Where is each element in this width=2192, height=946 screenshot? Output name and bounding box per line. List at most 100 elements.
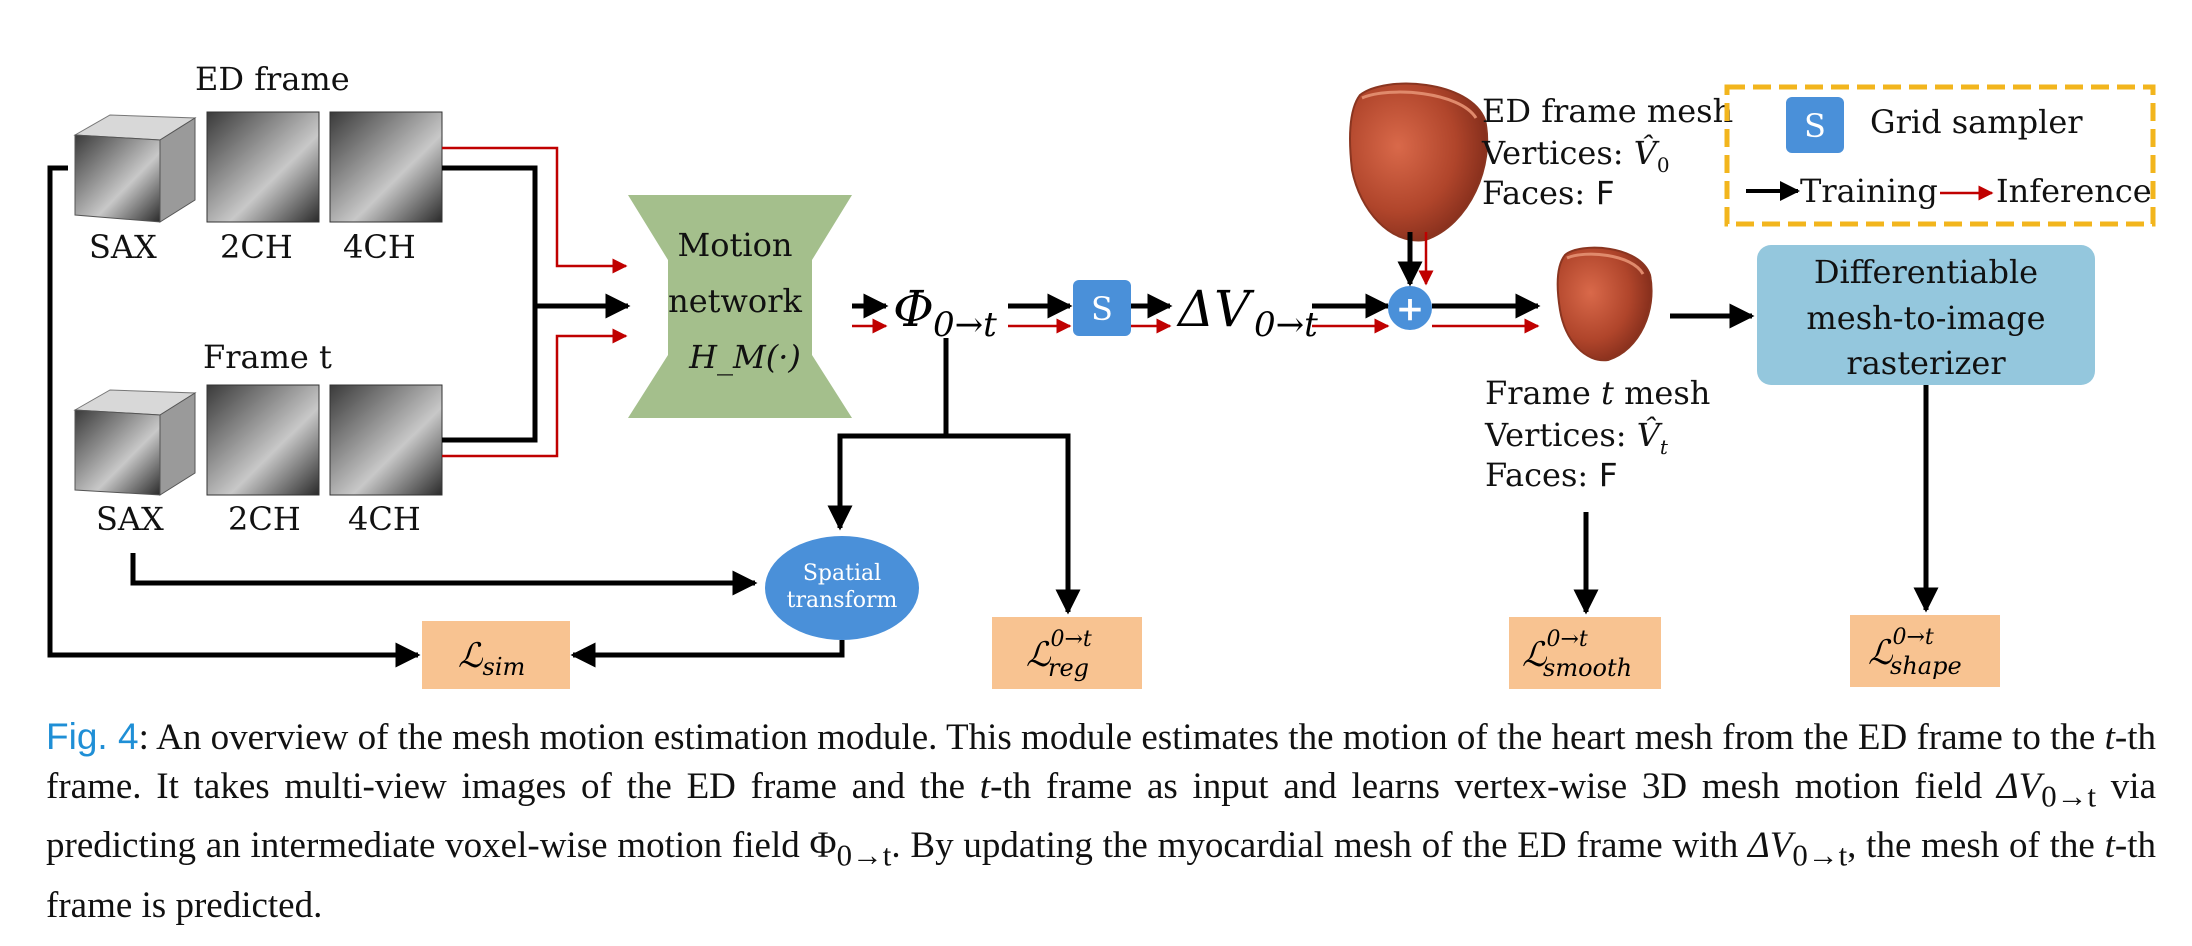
caption-t3: t xyxy=(2104,825,2115,867)
caption-s1: : An overview of the mesh motion estimat… xyxy=(138,717,2105,758)
sax-cube-t xyxy=(73,389,197,496)
caption-t2: t xyxy=(979,766,991,807)
sax-ed-to-lsim-path xyxy=(47,165,421,668)
loss-reg-sub: reg xyxy=(1048,654,1089,682)
2ch-image-ed xyxy=(206,111,320,223)
t-mesh-title-post: mesh xyxy=(1614,374,1710,412)
ed-frame-title: ED frame xyxy=(195,60,350,98)
ed-mesh-faces: Faces: F xyxy=(1482,174,1615,212)
caption-phi-sub: 0→t xyxy=(836,838,892,873)
caption-s3: -th frame as input and learns vertex-wis… xyxy=(990,766,1997,807)
legend-sampler-box xyxy=(1786,97,1844,153)
t-mesh-title-pre: Frame xyxy=(1485,374,1601,412)
loss-sim-box xyxy=(422,621,570,689)
t-mesh-faces-label: Faces: xyxy=(1485,456,1598,494)
phi-subscript: 0→t xyxy=(933,305,997,345)
phi-to-spatial-path xyxy=(827,433,946,531)
caption-s7: -th frame is predicted. xyxy=(46,825,2157,926)
motion-network-label-2: network xyxy=(668,282,802,320)
rasterizer-line-1: Differentiable xyxy=(1814,253,2038,291)
loss-shape-text: ℒ0→t xyxy=(1868,625,1934,673)
legend-box xyxy=(1724,84,2156,227)
caption-phi: Φ xyxy=(809,825,837,867)
spatial-to-lsim-path xyxy=(570,640,845,668)
spatial-transform-line-1: Spatial xyxy=(803,561,881,586)
sax-cube-ed xyxy=(73,114,197,223)
loss-shape-box xyxy=(1850,615,2000,687)
loss-sim-symbol: ℒ xyxy=(458,636,484,676)
rasterizer-box xyxy=(1757,245,2095,385)
loss-reg-symbol: ℒ xyxy=(1026,635,1052,675)
caption-s2: -th frame. It takes multi-view images of… xyxy=(46,717,2156,807)
motion-network-label-1: Motion xyxy=(678,226,793,264)
inference-path-t xyxy=(442,328,628,458)
sax-label-ed: SAX xyxy=(89,228,157,266)
figure-ref: Fig. 4 xyxy=(46,716,139,757)
caption-s6: , the mesh of the xyxy=(1847,825,2105,867)
t-mesh-title: Frame t mesh xyxy=(1485,374,1710,412)
t-mesh-vertices-sub: t xyxy=(1660,435,1669,459)
ed-mesh-vertices-label: Vertices: xyxy=(1481,134,1634,172)
4ch-label-ed: 4CH xyxy=(343,228,416,266)
loss-sim-sub: sim xyxy=(483,653,526,681)
caption-t1: t xyxy=(2104,717,2115,758)
frame-t-mesh-heart xyxy=(1556,246,1653,362)
loss-reg-box xyxy=(992,617,1142,689)
2ch-label-ed: 2CH xyxy=(220,228,293,266)
legend-sampler-label: Grid sampler xyxy=(1870,103,2083,141)
loss-shape-symbol: ℒ xyxy=(1868,633,1894,673)
ed-mesh-vertices-sub: 0 xyxy=(1657,153,1670,177)
loss-smooth-sub: smooth xyxy=(1543,654,1632,682)
t-mesh-vertices-symbol: V̂ xyxy=(1637,416,1663,454)
figure-caption: Fig. 4: An overview of the mesh motion e… xyxy=(46,712,2156,930)
rasterizer-line-3: rasterizer xyxy=(1846,344,2006,382)
loss-reg-sup: 0→t xyxy=(1051,627,1092,652)
t-mesh-faces-symbol: F xyxy=(1598,456,1617,494)
loss-reg-text: ℒ0→t xyxy=(1026,627,1092,675)
grid-sampler-box xyxy=(1073,280,1131,336)
sax-t-to-spatial-path xyxy=(130,553,758,596)
ed-mesh-title: ED frame mesh xyxy=(1482,92,1733,130)
add-node-symbol: + xyxy=(1396,289,1425,329)
ed-mesh-vertices-symbol: V̂ xyxy=(1634,134,1660,172)
caption-s5: . By updating the myocardial mesh of the… xyxy=(891,825,1748,867)
loss-smooth-text: ℒ0→t xyxy=(1522,627,1588,675)
spatial-transform-node xyxy=(765,536,919,640)
legend-sampler-letter: S xyxy=(1804,107,1826,145)
sax-label-t: SAX xyxy=(96,500,164,538)
caption-dv2: ΔV xyxy=(1748,825,1793,867)
ed-mesh-faces-symbol: F xyxy=(1595,174,1614,212)
motion-network-shape xyxy=(628,195,852,418)
phi-to-reg-path xyxy=(946,433,1081,615)
t-mesh-faces: Faces: F xyxy=(1485,456,1618,494)
frame-t-title: Frame t xyxy=(203,338,332,376)
ed-frame-mesh-heart xyxy=(1349,82,1489,242)
spatial-transform-line-2: transform xyxy=(787,588,898,613)
rasterizer-line-2: mesh-to-image xyxy=(1806,299,2045,337)
training-path-t xyxy=(442,306,538,443)
add-node xyxy=(1388,286,1432,330)
inference-path-ed xyxy=(442,146,628,274)
loss-smooth-box xyxy=(1509,617,1661,689)
legend-inference-label: Inference xyxy=(1996,172,2152,210)
4ch-image-t xyxy=(329,384,443,496)
t-mesh-vertices-label: Vertices: xyxy=(1484,416,1637,454)
t-mesh-title-t: t xyxy=(1601,374,1614,412)
delta-v-subscript: 0→t xyxy=(1254,305,1318,345)
loss-shape-sub: shape xyxy=(1890,652,1962,680)
loss-smooth-symbol: ℒ xyxy=(1522,635,1548,675)
grid-sampler-letter: S xyxy=(1091,290,1113,328)
4ch-image-ed xyxy=(329,111,443,223)
ed-mesh-faces-label: Faces: xyxy=(1482,174,1595,212)
4ch-label-t: 4CH xyxy=(348,500,421,538)
caption-dv1-sub: 0→t xyxy=(2041,779,2097,814)
loss-smooth-sup: 0→t xyxy=(1547,627,1588,652)
loss-shape-sup: 0→t xyxy=(1893,625,1934,650)
loss-sim-text: ℒsim xyxy=(458,636,525,681)
2ch-image-t xyxy=(206,384,320,496)
training-path-ed xyxy=(442,165,538,306)
delta-v-symbol: ΔV xyxy=(1176,280,1255,338)
2ch-label-t: 2CH xyxy=(228,500,301,538)
ed-mesh-vertices: Vertices: V̂0 xyxy=(1481,134,1670,177)
